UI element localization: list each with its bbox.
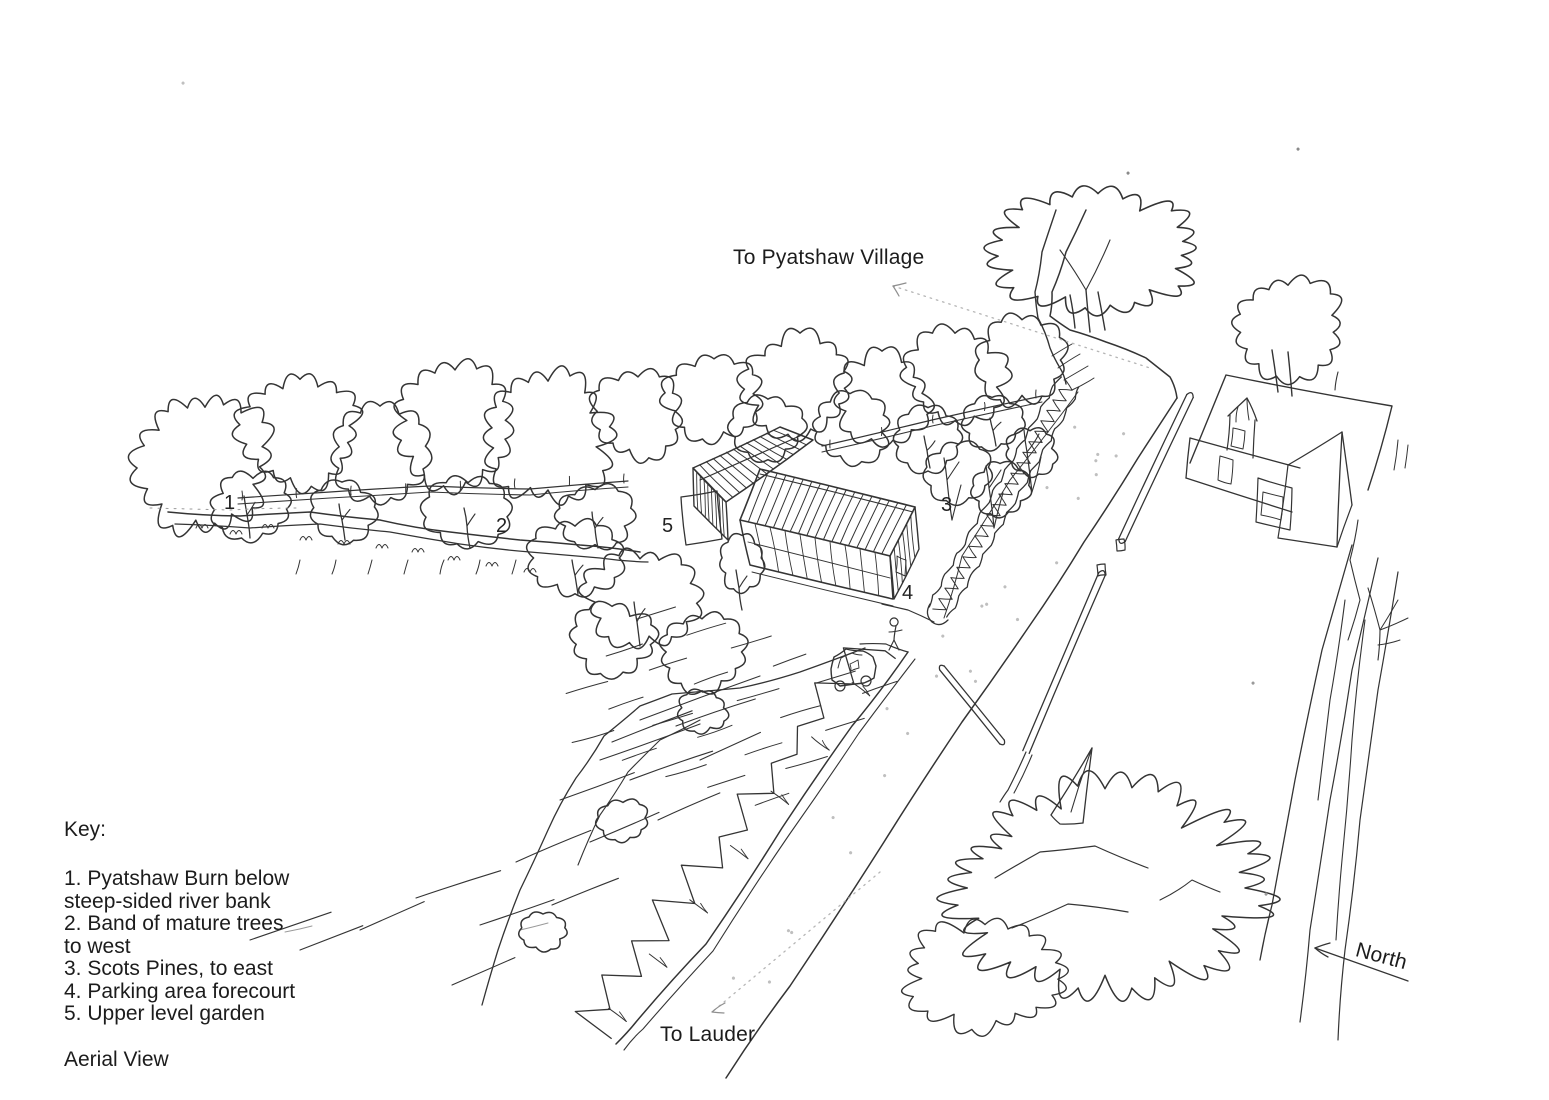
key-lines: 1. Pyatshaw Burn below steep-sided river… (64, 867, 364, 1026)
label-to-lauder: To Lauder (660, 1023, 756, 1046)
plan-marker-2: 2 (496, 515, 508, 537)
plan-marker-3: 3 (941, 494, 953, 516)
key-heading: Key: (64, 818, 107, 841)
plan-marker-1: 1 (224, 492, 236, 514)
key-line: 5. Upper level garden (64, 1002, 265, 1025)
key-line: 2. Band of mature trees (64, 912, 284, 935)
key-line: 3. Scots Pines, to east (64, 957, 273, 980)
key-line: steep-sided river bank (64, 889, 271, 913)
key-legend: Key: 1. Pyatshaw Burn below steep-sided … (64, 818, 364, 1072)
key-line: 1. Pyatshaw Burn below (64, 867, 290, 890)
key-line: 4. Parking area forecourt (64, 979, 296, 1003)
key-line: to west (64, 934, 131, 958)
label-to-pyatshaw-village: To Pyatshaw Village (733, 246, 925, 269)
label-aerial-view: Aerial View (64, 1047, 169, 1071)
plan-marker-5: 5 (662, 515, 674, 537)
plan-marker-4: 4 (902, 582, 914, 604)
